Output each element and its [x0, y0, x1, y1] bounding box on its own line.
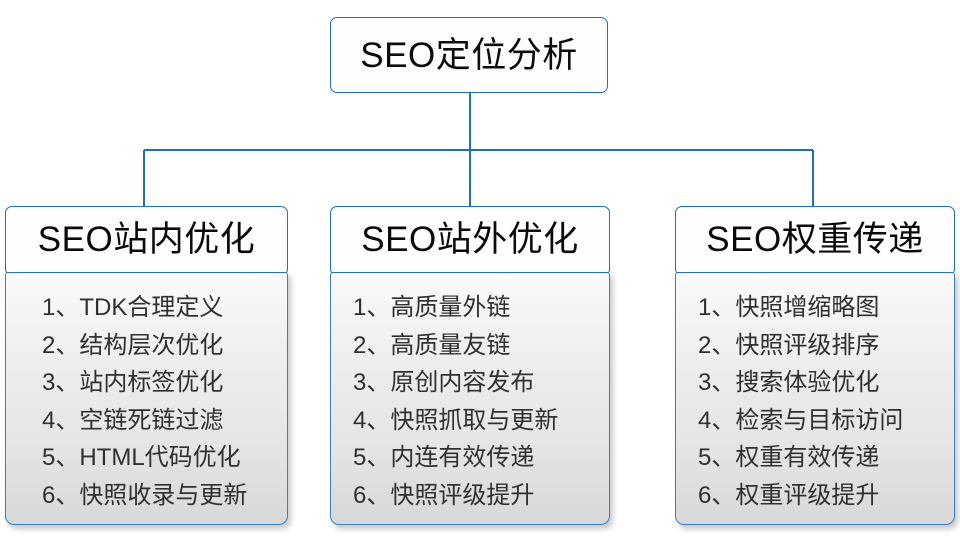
list-item: 2、快照评级排序 — [698, 331, 880, 359]
list-item: 6、快照评级提升 — [353, 481, 535, 509]
branch-header-2[interactable]: SEO站外优化 — [330, 206, 610, 273]
branch-header-label-3: SEO权重传递 — [706, 220, 924, 259]
branch-body-1: 1、TDK合理定义 2、结构层次优化 3、站内标签优化 4、空链死链过滤 5、H… — [5, 272, 288, 525]
list-item: 3、站内标签优化 — [42, 369, 224, 396]
list-item: 3、原创内容发布 — [353, 369, 535, 396]
branch-header-1[interactable]: SEO站内优化 — [5, 206, 288, 273]
list-item: 1、快照增缩略图 — [698, 294, 880, 321]
list-item: 4、空链死链过滤 — [42, 406, 224, 434]
branch-body-2: 1、高质量外链 2、高质量友链 3、原创内容发布 4、快照抓取与更新 5、内连有… — [330, 272, 610, 525]
list-item: 6、权重评级提升 — [698, 481, 880, 509]
list-item: 5、HTML代码优化 — [42, 444, 241, 471]
list-item: 4、快照抓取与更新 — [353, 406, 559, 434]
list-item: 1、高质量外链 — [353, 294, 511, 321]
list-item: 6、快照收录与更新 — [42, 481, 248, 509]
branch-column-3: SEO权重传递 1、快照增缩略图 2、快照评级排序 3、搜索体验优化 4、检索与… — [675, 206, 955, 525]
list-item: 4、检索与目标访问 — [698, 406, 904, 434]
branch-item-list-3: 1、快照增缩略图 2、快照评级排序 3、搜索体验优化 4、检索与目标访问 5、权… — [676, 289, 903, 514]
list-item: 5、权重有效传递 — [698, 444, 880, 471]
branch-body-3: 1、快照增缩略图 2、快照评级排序 3、搜索体验优化 4、检索与目标访问 5、权… — [675, 272, 955, 525]
root-node[interactable]: SEO定位分析 — [330, 17, 608, 93]
list-item: 5、内连有效传递 — [353, 444, 535, 471]
branch-column-2: SEO站外优化 1、高质量外链 2、高质量友链 3、原创内容发布 4、快照抓取与… — [330, 206, 610, 525]
branch-item-list-2: 1、高质量外链 2、高质量友链 3、原创内容发布 4、快照抓取与更新 5、内连有… — [331, 289, 558, 514]
list-item: 2、结构层次优化 — [42, 331, 224, 359]
list-item: 2、高质量友链 — [353, 331, 511, 359]
branch-item-list-1: 1、TDK合理定义 2、结构层次优化 3、站内标签优化 4、空链死链过滤 5、H… — [6, 289, 247, 514]
list-item: 1、TDK合理定义 — [42, 294, 224, 321]
branch-header-label-2: SEO站外优化 — [361, 220, 579, 259]
root-node-label: SEO定位分析 — [360, 35, 578, 75]
branch-column-1: SEO站内优化 1、TDK合理定义 2、结构层次优化 3、站内标签优化 4、空链… — [5, 206, 288, 525]
list-item: 3、搜索体验优化 — [698, 369, 880, 396]
branch-header-label-1: SEO站内优化 — [37, 220, 256, 259]
branch-header-3[interactable]: SEO权重传递 — [675, 206, 955, 273]
